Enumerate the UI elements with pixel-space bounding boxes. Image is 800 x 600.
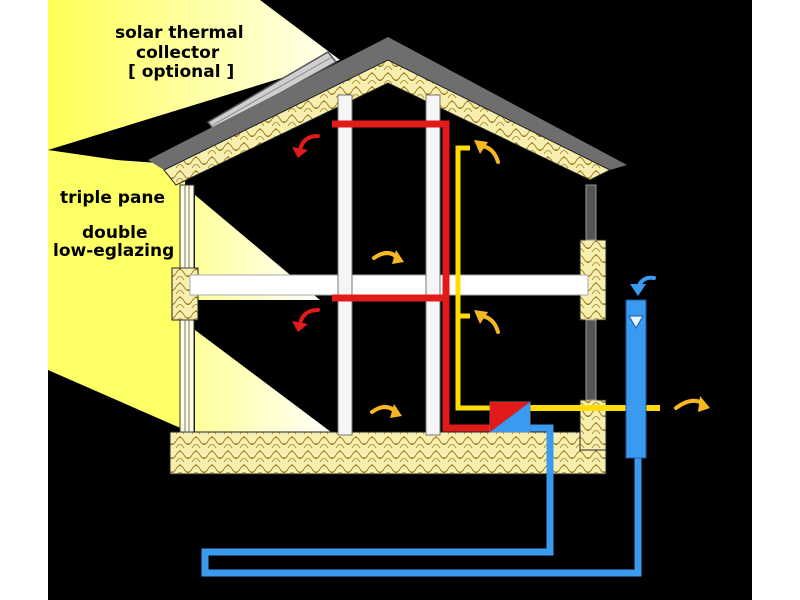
left-margin xyxy=(0,0,48,600)
fresh-air-intake-icon xyxy=(628,315,644,329)
sunlight-beam-upper xyxy=(195,195,320,300)
roof-insulation xyxy=(163,59,612,186)
interior-column-left xyxy=(337,94,353,436)
supply-air-arrow-icon xyxy=(292,321,308,332)
sunlight-field xyxy=(48,150,185,350)
glazing-label-line2: double xyxy=(82,223,148,243)
intermediate-floor xyxy=(189,274,589,296)
glazing-upper xyxy=(179,184,195,269)
floor-slab-insulation xyxy=(169,431,607,475)
window-lower-right xyxy=(585,319,597,401)
sunlight-beam-lower xyxy=(195,330,335,435)
supply-air-arrow-icon xyxy=(292,147,308,158)
warm-air-arrow-icon xyxy=(390,404,402,418)
fresh-air-intake-column xyxy=(625,299,647,459)
right-margin xyxy=(752,0,800,600)
window-upper-right xyxy=(585,184,597,241)
fresh-air-duct xyxy=(201,424,642,577)
supply-air-arrow-icon xyxy=(298,134,320,152)
glazing-label-line1: triple pane xyxy=(60,188,166,208)
warm-air-arrow-icon xyxy=(474,140,488,154)
fresh-air-intake-arrow-icon xyxy=(630,284,646,296)
supply-air-arrow-icon xyxy=(298,308,320,326)
collector-label-line2: collector xyxy=(136,43,220,63)
warm-air-arrow-icon xyxy=(392,250,404,264)
sunlight-to-collector xyxy=(48,0,340,150)
sunlight-lower xyxy=(48,350,185,430)
collector-label-line3: [ optional ] xyxy=(128,62,235,82)
collector-label-line1: solar thermal xyxy=(115,23,244,43)
solar-collector-line xyxy=(210,56,333,127)
glazing-label-line3: low-eglazing xyxy=(53,241,175,261)
glazing-lower xyxy=(179,319,195,433)
exhaust-outlet-arrow-icon xyxy=(698,396,710,412)
warm-air-arrow-icon xyxy=(474,310,488,324)
interior-column-right xyxy=(425,94,441,436)
exhaust-air-duct xyxy=(455,145,490,411)
heat-recovery-unit-icon xyxy=(489,401,531,433)
supply-air-duct xyxy=(332,120,490,432)
